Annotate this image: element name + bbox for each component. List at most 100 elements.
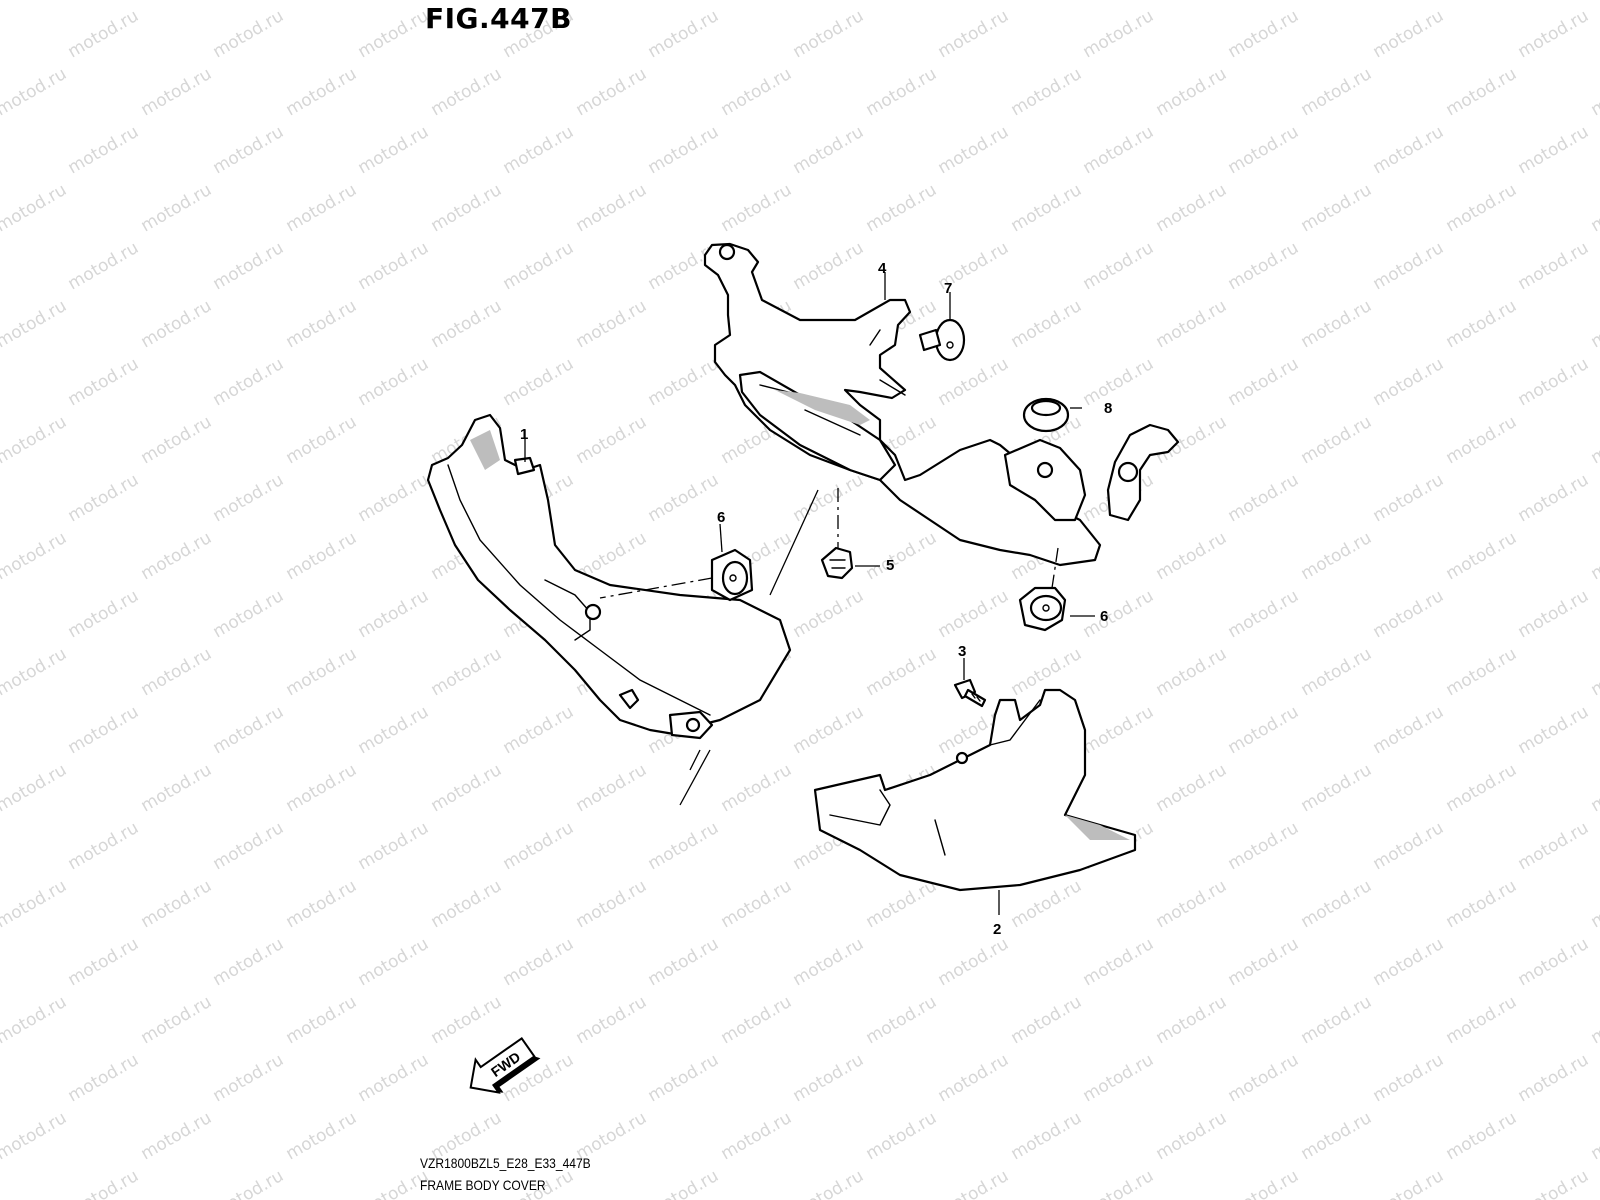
watermark-text: motod.ru	[0, 760, 70, 816]
watermark-text: motod.ru	[283, 992, 361, 1048]
watermark-text: motod.ru	[355, 702, 433, 758]
watermark-text: motod.ru	[863, 180, 941, 236]
callout-6b: 6	[1100, 608, 1108, 625]
watermark-text: motod.ru	[1008, 296, 1086, 352]
watermark-text: motod.ru	[0, 180, 70, 236]
watermark-text: motod.ru	[355, 354, 433, 410]
watermark-text: motod.ru	[935, 586, 1013, 642]
watermark-text: motod.ru	[573, 412, 651, 468]
watermark-text: motod.ru	[573, 876, 651, 932]
watermark-text: motod.ru	[138, 644, 216, 700]
watermark-text: motod.ru	[0, 992, 70, 1048]
callout-4: 4	[878, 260, 887, 277]
model-code: VZR1800BZL5_E28_E33_447B	[420, 1155, 591, 1171]
watermark-text: motod.ru	[1153, 644, 1231, 700]
watermark-text: motod.ru	[1588, 180, 1600, 236]
watermark-text: motod.ru	[1588, 644, 1600, 700]
watermark-text: motod.ru	[1225, 1050, 1303, 1106]
watermark-text: motod.ru	[645, 470, 723, 526]
watermark-text: motod.ru	[1443, 412, 1521, 468]
watermark-text: motod.ru	[1298, 1108, 1376, 1164]
watermark-text: motod.ru	[283, 412, 361, 468]
watermark-text: motod.ru	[0, 64, 70, 120]
watermark-text: motod.ru	[210, 470, 288, 526]
watermark-text: motod.ru	[1080, 238, 1158, 294]
watermark-text: motod.ru	[1443, 1108, 1521, 1164]
watermark-text: motod.ru	[65, 702, 143, 758]
watermark-text: motod.ru	[1153, 1108, 1231, 1164]
watermark-text: motod.ru	[1443, 760, 1521, 816]
watermark-text: motod.ru	[573, 992, 651, 1048]
watermark-text: motod.ru	[355, 238, 433, 294]
watermark-text: motod.ru	[790, 934, 868, 990]
watermark-text: motod.ru	[573, 296, 651, 352]
watermark-text: motod.ru	[1588, 760, 1600, 816]
watermark-text: motod.ru	[1298, 180, 1376, 236]
watermark-text: motod.ru	[0, 528, 70, 584]
watermark-text: motod.ru	[355, 470, 433, 526]
watermark-text: motod.ru	[718, 760, 796, 816]
watermark-text: motod.ru	[1515, 702, 1593, 758]
watermark-text: motod.ru	[1153, 760, 1231, 816]
watermark-text: motod.ru	[790, 122, 868, 178]
watermark-text: motod.ru	[1443, 180, 1521, 236]
part-8-grommet	[1022, 397, 1070, 433]
watermark-text: motod.ru	[65, 6, 143, 62]
callout-7: 7	[944, 280, 952, 297]
watermark-text: motod.ru	[65, 238, 143, 294]
watermark-text: motod.ru	[500, 354, 578, 410]
watermark-text: motod.ru	[0, 412, 70, 468]
watermark-text: motod.ru	[1370, 238, 1448, 294]
watermark-text: motod.ru	[645, 6, 723, 62]
watermark-text: motod.ru	[65, 470, 143, 526]
watermark-text: motod.ru	[1588, 64, 1600, 120]
watermark-text: motod.ru	[283, 760, 361, 816]
watermark-text: motod.ru	[645, 1166, 723, 1200]
watermark-text: motod.ru	[1153, 180, 1231, 236]
watermark-text: motod.ru	[65, 934, 143, 990]
watermark-text: motod.ru	[1298, 64, 1376, 120]
callout-5: 5	[886, 557, 894, 574]
watermark-text: motod.ru	[283, 64, 361, 120]
watermark-text: motod.ru	[645, 354, 723, 410]
callout-2: 2	[993, 921, 1001, 938]
watermark-text: motod.ru	[1515, 818, 1593, 874]
watermark-text: motod.ru	[1225, 702, 1303, 758]
watermark-text: motod.ru	[1298, 528, 1376, 584]
watermark-text: motod.ru	[718, 876, 796, 932]
watermark-text: motod.ru	[1370, 934, 1448, 990]
leader-lines	[524, 272, 1095, 915]
watermark-text: motod.ru	[1370, 6, 1448, 62]
watermark-text: motod.ru	[1225, 818, 1303, 874]
callout-3: 3	[958, 643, 966, 660]
watermark-text: motod.ru	[790, 586, 868, 642]
watermark-text: motod.ru	[138, 1108, 216, 1164]
watermark-text: motod.ru	[1515, 470, 1593, 526]
watermark-text: motod.ru	[790, 702, 868, 758]
watermark-text: motod.ru	[1080, 122, 1158, 178]
watermark-text: motod.ru	[573, 760, 651, 816]
watermark-text: motod.ru	[1515, 1050, 1593, 1106]
watermark-text: motod.ru	[0, 876, 70, 932]
watermark-text: motod.ru	[1588, 412, 1600, 468]
watermark-text: motod.ru	[1225, 6, 1303, 62]
watermark-text: motod.ru	[65, 586, 143, 642]
watermark-text: motod.ru	[1370, 354, 1448, 410]
watermark-text: motod.ru	[283, 644, 361, 700]
watermark-text: motod.ru	[1515, 238, 1593, 294]
watermark-text: motod.ru	[1153, 0, 1231, 4]
watermark-text: motod.ru	[210, 6, 288, 62]
watermark-text: motod.ru	[863, 644, 941, 700]
watermark-text: motod.ru	[1153, 296, 1231, 352]
watermark-text: motod.ru	[138, 0, 216, 4]
watermark-text: motod.ru	[500, 122, 578, 178]
watermark-text: motod.ru	[355, 6, 433, 62]
part-3-screw	[953, 678, 987, 708]
watermark-text: motod.ru	[1370, 702, 1448, 758]
watermark-text: motod.ru	[1370, 1050, 1448, 1106]
watermark-text: motod.ru	[790, 1166, 868, 1200]
watermark-text: motod.ru	[1298, 296, 1376, 352]
watermark-text: motod.ru	[935, 122, 1013, 178]
